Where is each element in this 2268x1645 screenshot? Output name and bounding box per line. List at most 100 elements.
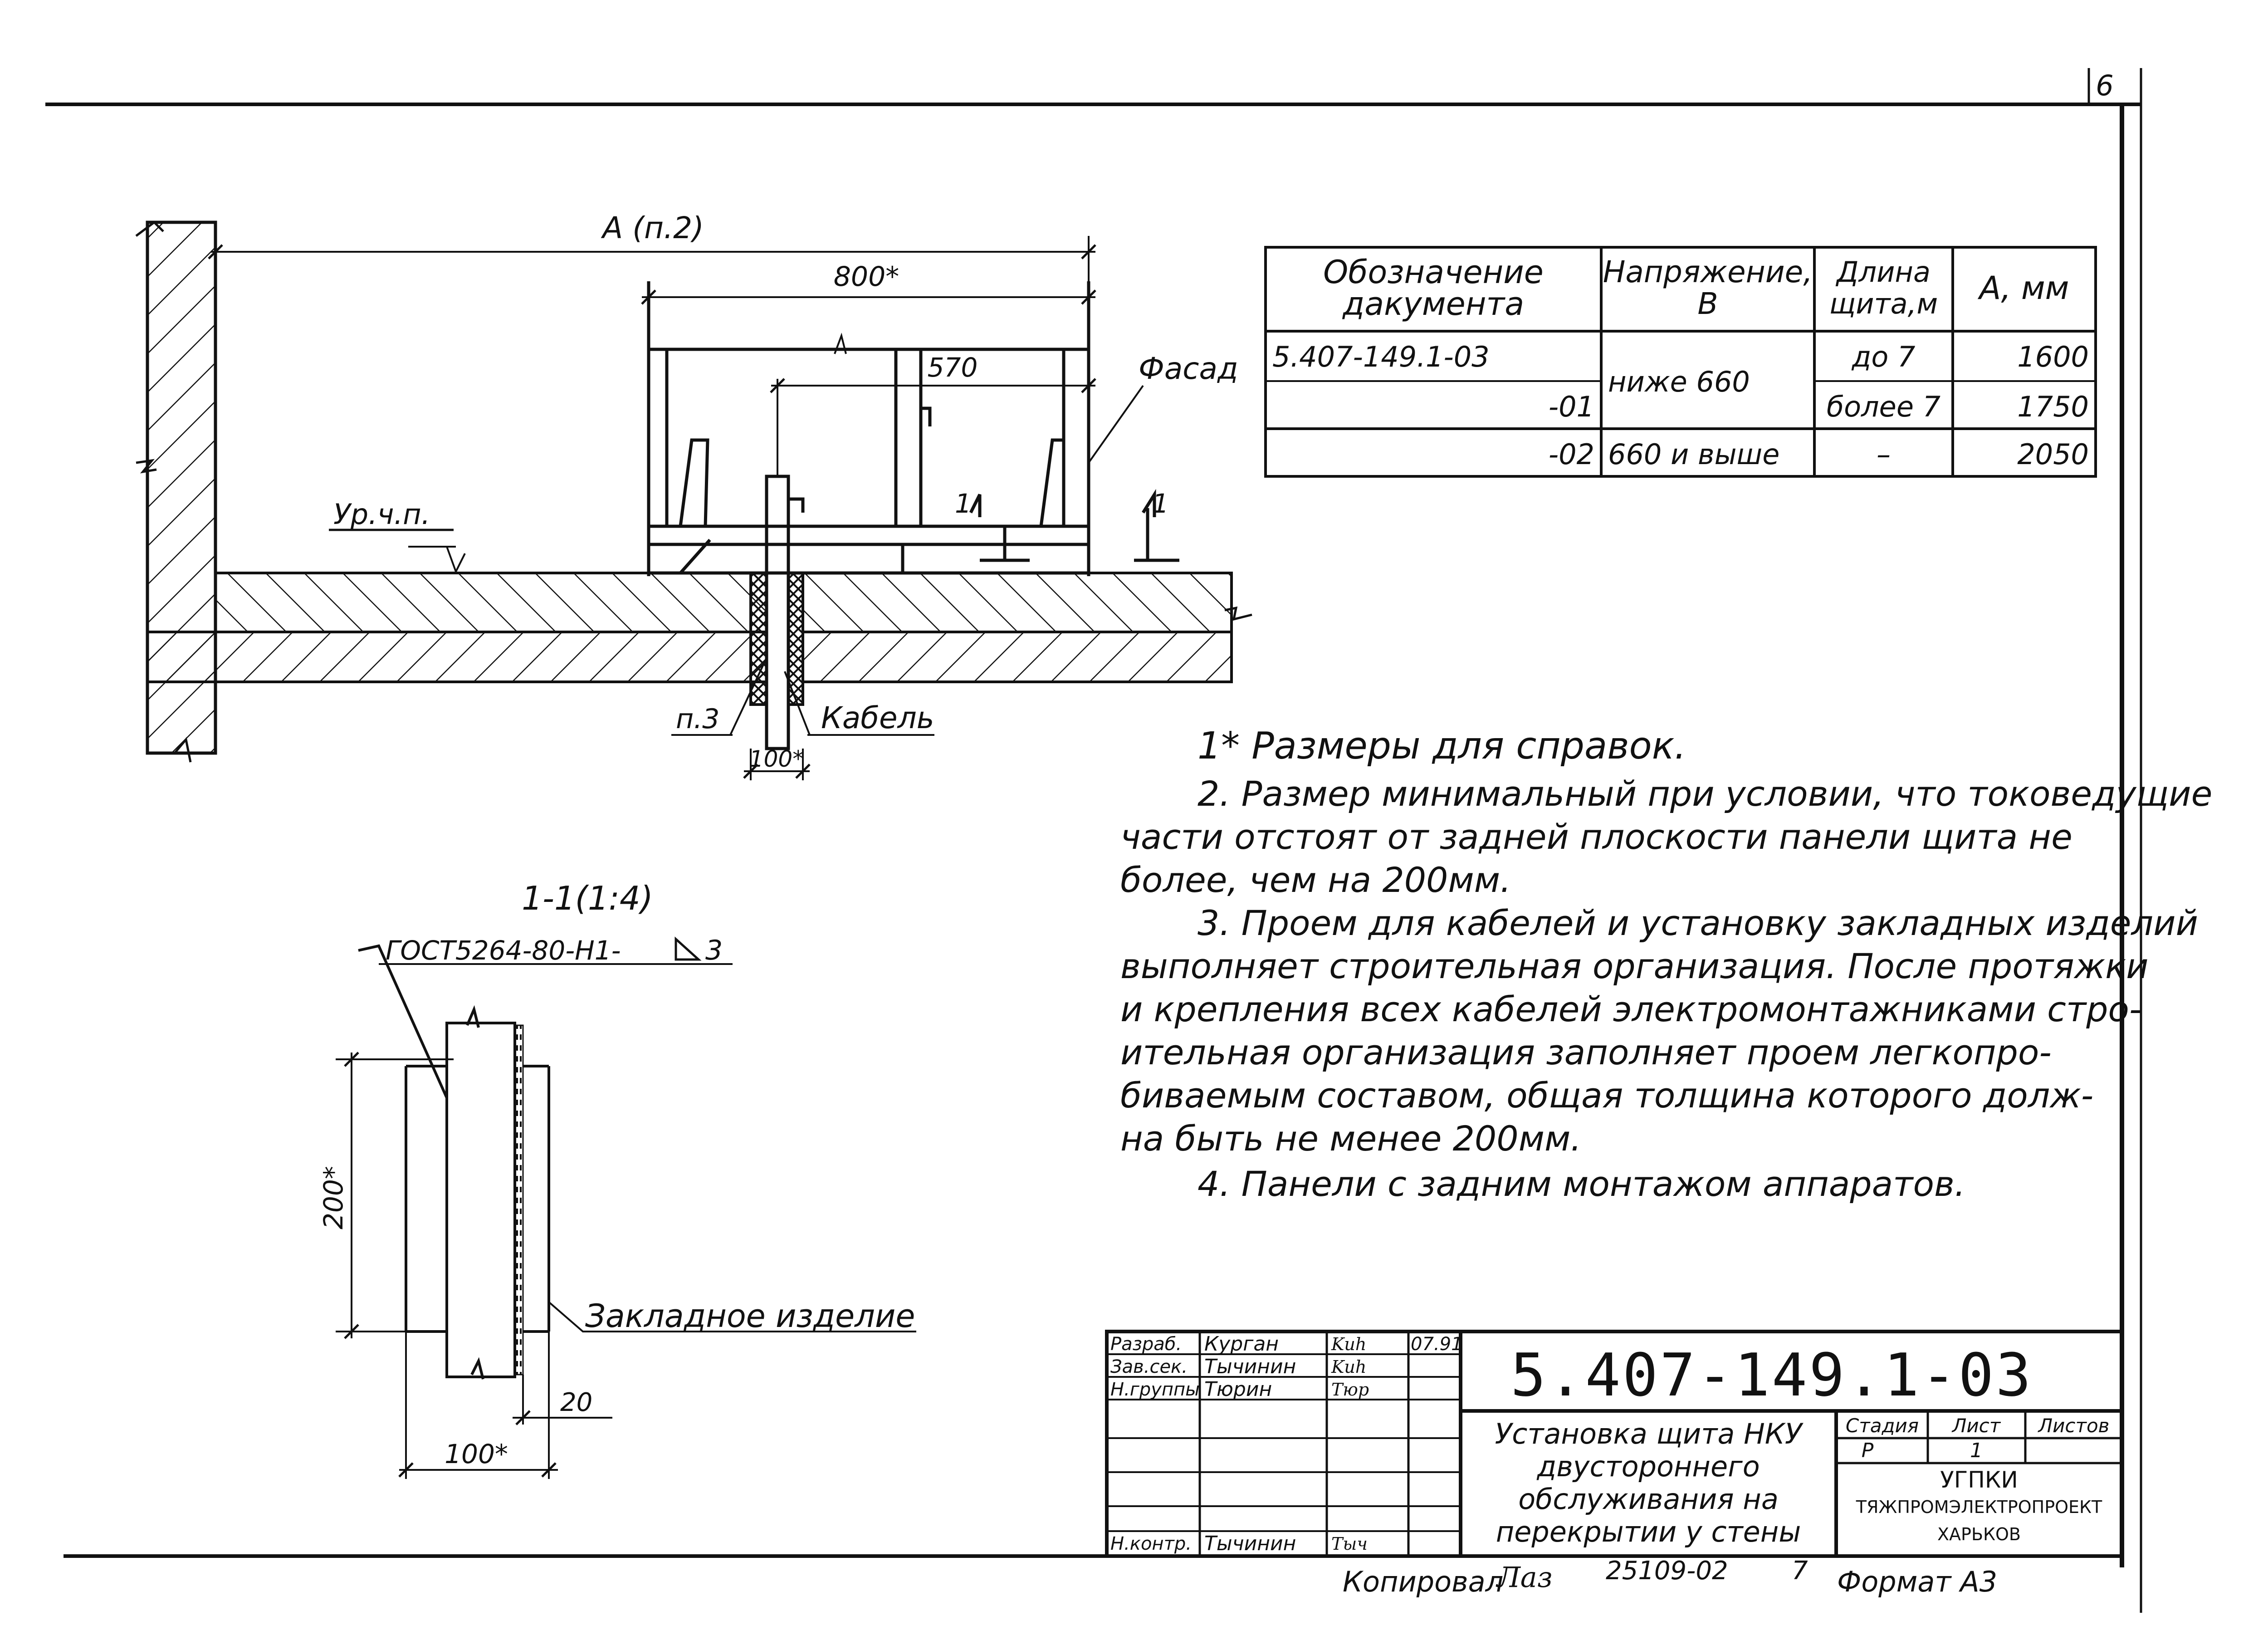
section-dim-ticks (344, 1052, 557, 1478)
section-dim-200-label: 200* (318, 1166, 349, 1229)
dim-570-label: 570 (928, 352, 978, 383)
name-row: Тычинин (1204, 1355, 1296, 1378)
spec-row2-a: 1750 (2017, 390, 2089, 423)
role-row (1110, 1401, 1199, 1439)
section-mark-right: 1 (1152, 488, 1169, 519)
name-row: Курган (1204, 1332, 1279, 1356)
spec-header-a-line1: А, мм (1979, 269, 2069, 307)
spec-header-voltage-line1: Напряжение, (1603, 255, 1813, 289)
role-row (1110, 1474, 1199, 1532)
copied-sign: Лаз (1497, 1561, 1553, 1594)
spec-header-length-line1: Длина (1837, 255, 1931, 289)
cable-label: Кабель (821, 700, 934, 735)
note-line: и крепления всех кабелей электромонтажни… (1120, 989, 2142, 1029)
p3-label: п.3 (676, 703, 719, 735)
spec-row1-voltage: ниже 660 (1608, 365, 1750, 398)
dimension-ticks (208, 244, 1096, 779)
title-line: перекрытии у стены (1496, 1515, 1801, 1548)
names-column: Курган Тычинин Тюрин Тычинин (1204, 1333, 1326, 1555)
spec-row1-a: 1600 (2017, 340, 2089, 373)
note-line: более, чем на 200мм. (1120, 860, 1511, 900)
spec-row2-length: более 7 (1826, 390, 1941, 423)
sheet-header: Лист (1952, 1415, 2001, 1437)
spec-row1-designation: 5.407-149.1-03 (1272, 340, 1490, 373)
spec-header-length: Длина щита,м (1814, 256, 1953, 320)
order-sheet: 7 (1792, 1556, 1808, 1586)
roles-column: Разраб. Зав.сек. Н.группы Н.контр. (1110, 1333, 1200, 1555)
note-line: части отстоят от задней плоскости панели… (1120, 817, 2072, 857)
name-row: Тюрин (1204, 1378, 1272, 1401)
dimension-lines (211, 236, 1144, 780)
name-row (1204, 1474, 1326, 1532)
title-line: Установка щита НКУ (1495, 1417, 1802, 1450)
order-number: 25109-02 (1606, 1556, 1728, 1586)
sign-row (1331, 1439, 1408, 1474)
stage-header: Стадия (1845, 1415, 1919, 1437)
sheet-frame (45, 68, 2142, 1613)
spec-row1-length: до 7 (1852, 340, 1916, 373)
spec-header-voltage-line2: В (1697, 286, 1718, 321)
sign-row: Kиһ (1331, 1334, 1367, 1354)
sheets-header: Листов (2038, 1415, 2110, 1437)
sheet-value: 1 (1970, 1439, 1983, 1462)
weld-label: ГОСТ5264-80-Н1- (386, 935, 621, 966)
format-label: Формат А3 (1837, 1565, 1998, 1598)
note-line: 3. Проем для кабелей и установку закладн… (1198, 903, 2198, 943)
copied-label: Копировал (1343, 1565, 1504, 1598)
name-row: Тычинин (1204, 1532, 1296, 1555)
role-row: Н.контр. (1110, 1533, 1192, 1554)
name-row (1204, 1401, 1326, 1439)
floor-screed (214, 572, 1233, 633)
weld-triangle-icon (675, 936, 702, 961)
embedded-item-label: Закладное изделие (585, 1297, 915, 1335)
floor-level-label: Ур.ч.п. (333, 498, 430, 531)
signs-column: Kиһ Kиһ Тюр Тыч (1331, 1333, 1408, 1555)
spec-row2-designation: -01 (1548, 390, 1594, 423)
organization: УГПКИ ТЯЖПРОМЭЛЕКТРОПРОЕКТ ХАРЬКОВ (1836, 1466, 2122, 1548)
sign-row: Kиһ (1331, 1357, 1367, 1377)
note-line: выполняет строительная организация. Посл… (1120, 946, 2149, 986)
name-row (1204, 1439, 1326, 1474)
panel-frame (647, 281, 1179, 576)
spec-row3-designation: -02 (1548, 438, 1594, 471)
spec-header-designation-line2: дакумента (1342, 285, 1525, 323)
doc-number: 5.407-149.1-03 (1510, 1341, 2033, 1410)
floor-slab (146, 606, 1252, 683)
org-line: УГПКИ (1940, 1467, 2018, 1493)
dim-a-label: A (п.2) (601, 211, 704, 245)
note-line: биваемым составом, общая толщина которог… (1120, 1075, 2094, 1116)
section-title: 1-1(1:4) (522, 879, 653, 917)
section-mark-left: 1 (955, 488, 972, 519)
title-block-grid (1105, 1330, 2124, 1558)
dim-800-label: 800* (834, 261, 899, 293)
date-cell: 07.91 (1411, 1334, 1463, 1355)
stage-value: Р (1861, 1439, 1874, 1462)
spec-header-a: А, мм (1953, 272, 2096, 304)
sign-row (1331, 1474, 1408, 1532)
spec-row3-a: 2050 (2017, 438, 2089, 471)
title-line: обслуживания на (1518, 1483, 1779, 1516)
weld-size: 3 (705, 935, 723, 966)
drawing-title: Установка щита НКУ двустороннего обслужи… (1461, 1418, 1836, 1548)
sign-row (1331, 1401, 1408, 1439)
spec-header-length-line2: щита,м (1829, 287, 1938, 320)
section-dim-100-label: 100* (445, 1439, 508, 1469)
facade-label: Фасад (1139, 351, 1238, 386)
spec-table-grid (1264, 246, 2097, 478)
section-dim-20-label: 20 (560, 1388, 592, 1417)
role-row (1110, 1439, 1199, 1474)
spec-header-voltage: Напряжение, В (1601, 256, 1814, 320)
spec-header-designation-line1: Обозначение (1323, 254, 1544, 291)
spec-row3-voltage: 660 и выше (1608, 438, 1780, 471)
sheet-corner-number: 6 (2096, 69, 2113, 102)
note-line: 1* Размеры для справок. (1198, 725, 1686, 768)
sign-row: Тюр (1331, 1380, 1369, 1400)
note-line: 2. Размер минимальный при условии, что т… (1198, 774, 2213, 814)
note-line: на быть не менее 200мм. (1120, 1118, 1582, 1159)
dim-100-label: 100* (749, 746, 804, 772)
role-row: Разраб. (1110, 1334, 1182, 1355)
spec-header-designation: Обозначение дакумента (1266, 256, 1601, 320)
org-line: ХАРЬКОВ (1937, 1524, 2021, 1544)
